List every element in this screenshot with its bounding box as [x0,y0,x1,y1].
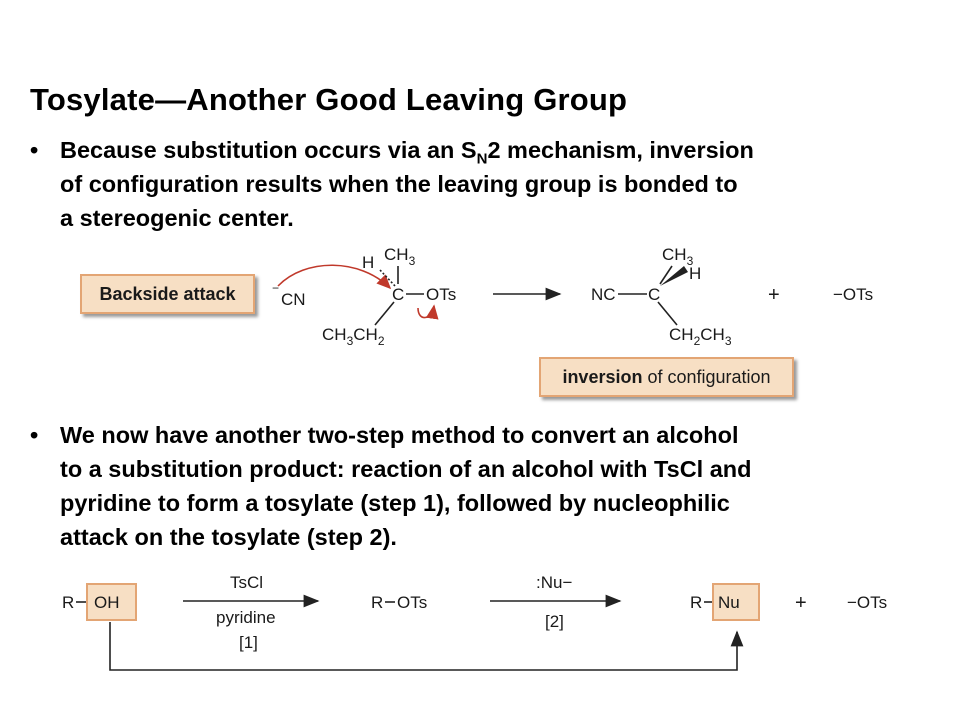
bullet-point-1: • Because substitution occurs via an SN2… [30,133,935,235]
leaving-group-arrow [417,304,439,320]
tosylate-ion-2: −OTs [847,593,887,612]
stereocenter-carbon: C [392,285,404,304]
product-ethyl-sub-2: 3 [725,334,732,348]
hydroxyl-highlight [86,583,137,621]
bullet-1-line-1-pre: Because substitution occurs via an S [60,137,477,163]
bullet-2-line-4: attack on the tosylate (step 2). [60,524,397,550]
bullet-1-text: Because substitution occurs via an SN2 m… [60,133,935,235]
bullet-1-line-1-post: 2 mechanism, inversion [487,137,754,163]
tosylate-ots: OTs [397,593,427,612]
product-bond-ch3 [659,265,673,285]
wedge-bond-h [660,266,688,286]
sn2-reaction: − CN H CH3 C OTs CH3CH2 NC C CH3 H CH2CH… [272,245,873,348]
plus-sign-1: + [768,284,780,306]
bullet-1-line-1: Because substitution occurs via an SN2 m… [60,133,935,167]
bullet-2-line-3: pyridine to form a tosylate (step 1), fo… [60,490,730,516]
methyl-group: CH3 [384,245,416,268]
inversion-label: inversion of configuration [539,357,794,397]
product-methyl-sub: 3 [687,254,694,268]
hydroxyl-group: OH [94,593,120,612]
two-step-scheme: R OH TsCl pyridine [1] R OTs :Nu− [2] R … [62,573,887,671]
ethyl-group: CH3CH2 [322,325,385,348]
bullet-2-text: We now have another two-step method to c… [60,418,935,554]
ethyl-ch-2: CH [353,325,378,344]
bullet-1-line-2: of configuration results when the leavin… [60,171,738,197]
product-methyl-ch: CH [662,245,687,264]
product-ethyl-group: CH2CH3 [669,325,732,348]
nucleophile-reagent: :Nu− [536,573,572,592]
tosylate-r: R [371,593,383,612]
inversion-rest: of configuration [642,366,771,387]
product-ethyl-sub-1: 2 [694,334,701,348]
inversion-bold: inversion [562,366,643,387]
bullet-point-2: • We now have another two-step method to… [30,418,935,554]
step1-label: [1] [239,633,258,652]
product-ethyl-ch-1: CH [669,325,694,344]
product-nu: Nu [718,593,740,612]
product-r: R [690,593,702,612]
bond-ethyl [374,301,395,326]
ots-leaving-group: OTs [426,285,456,304]
bullet-1-line-3: a stereogenic center. [60,205,294,231]
ethyl-sub-1: 3 [347,334,354,348]
nitrile-group: NC [591,285,616,304]
slide-title: Tosylate—Another Good Leaving Group [30,82,628,117]
bullet-2-line-1: We now have another two-step method to c… [60,422,739,448]
ethyl-sub-2: 2 [378,334,385,348]
plus-sign-2: + [795,592,807,614]
ethyl-ch-1: CH [322,325,347,344]
tosylate-ion-1: −OTs [833,285,873,304]
cyanide-nucleophile: CN [281,290,306,309]
backside-attack-arrow [277,264,392,290]
tscl-reagent: TsCl [230,573,263,592]
h-atom: H [362,253,374,272]
product-h-atom: H [689,264,701,283]
bullet-dot: • [30,137,39,163]
product-carbon: C [648,285,660,304]
backside-attack-label: Backside attack [80,274,255,314]
sn2-subscript: N [476,150,488,168]
bullet-2-line-2: to a substitution product: reaction of a… [60,456,752,482]
product-methyl: CH3 [662,245,694,268]
methyl-ch: CH [384,245,409,264]
overall-conversion-arrow [109,622,744,671]
step2-label: [2] [545,612,564,631]
methyl-sub: 3 [409,254,416,268]
bullet-dot: • [30,422,39,448]
cyanide-charge: − [272,281,279,295]
alcohol-r: R [62,593,74,612]
product-ethyl-ch-2: CH [700,325,725,344]
pyridine-reagent: pyridine [216,608,276,627]
product-bond-ethyl [657,301,678,326]
hashed-bond-h [379,269,396,287]
nucleophile-highlight [712,583,760,621]
